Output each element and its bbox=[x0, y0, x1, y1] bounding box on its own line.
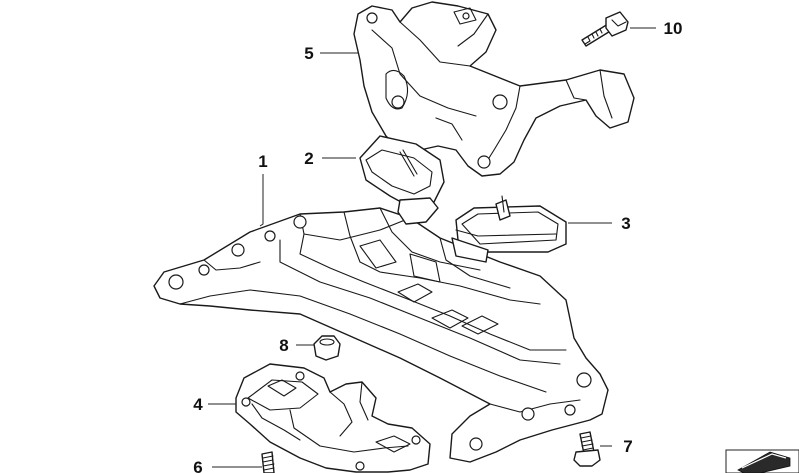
part-6-stud bbox=[261, 451, 275, 473]
callout-5: 5 bbox=[304, 44, 313, 63]
corner-bracket-icon bbox=[725, 449, 799, 473]
callout-2: 2 bbox=[304, 149, 313, 168]
part-5-transmission-bracket bbox=[353, 1, 635, 177]
part-10-bolt bbox=[581, 11, 629, 47]
part-1-crossmember bbox=[153, 207, 609, 463]
callout-8: 8 bbox=[279, 336, 288, 355]
leader-1 bbox=[259, 174, 264, 227]
leader-lines bbox=[208, 27, 656, 468]
callout-4: 4 bbox=[193, 395, 203, 414]
part-3-mount bbox=[451, 195, 567, 263]
callout-3: 3 bbox=[621, 214, 630, 233]
callout-10: 10 bbox=[664, 19, 683, 38]
part-2-mount bbox=[359, 135, 445, 225]
callout-1: 1 bbox=[258, 152, 267, 171]
part-8-nut bbox=[313, 335, 341, 361]
callout-6: 6 bbox=[193, 458, 202, 473]
part-4-lower-bracket bbox=[235, 363, 431, 473]
callout-labels: 1 2 3 4 5 6 7 8 10 bbox=[193, 19, 682, 473]
callout-7: 7 bbox=[623, 437, 632, 456]
part-7-bolt bbox=[573, 431, 601, 467]
